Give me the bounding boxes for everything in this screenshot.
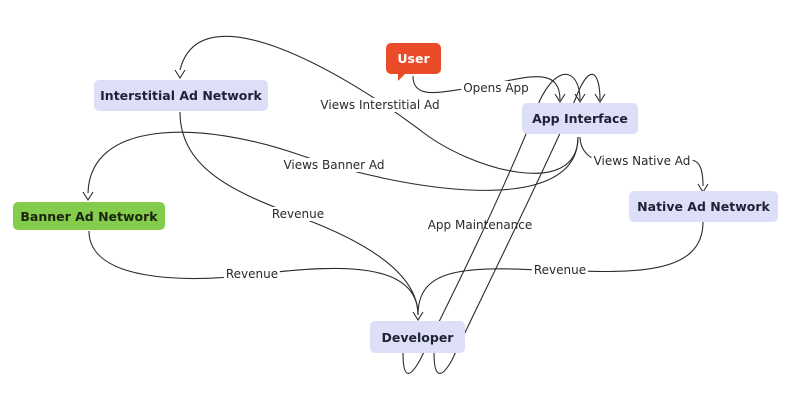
arrowhead-opens-app — [554, 93, 566, 104]
edge-views-interstitial — [179, 35, 579, 174]
node-app-interface-label: App Interface — [532, 111, 628, 126]
node-banner-label: Banner Ad Network — [20, 208, 158, 224]
node-developer-label: Developer — [381, 329, 454, 345]
edge-label-app-maintenance: App Maintenance — [427, 218, 533, 232]
node-developer[interactable]: Developer — [370, 321, 465, 353]
node-native-label: Native Ad Network — [637, 199, 770, 214]
edge-label-opens-app: Opens App — [461, 81, 531, 95]
edge-app-maintenance-1 — [402, 73, 581, 374]
node-user[interactable]: User — [386, 43, 441, 74]
edge-app-maintenance-2 — [433, 73, 601, 374]
edge-label-views-banner: Views Banner Ad — [281, 158, 387, 172]
edge-label-revenue-banner: Revenue — [223, 267, 281, 281]
speech-bubble-tail — [398, 74, 405, 81]
node-native-ad-network[interactable]: Native Ad Network — [629, 191, 778, 222]
arrowhead-app-maintenance-2 — [594, 93, 606, 104]
edge-label-revenue-interstitial: Revenue — [269, 207, 327, 221]
edge-label-revenue-native: Revenue — [531, 263, 589, 277]
arrowhead-revenue-developer — [412, 311, 424, 322]
node-interstitial-ad-network[interactable]: Interstitial Ad Network — [94, 80, 268, 111]
arrowhead-views-interstitial — [174, 69, 186, 80]
node-interstitial-label: Interstitial Ad Network — [100, 88, 262, 103]
node-banner-ad-network[interactable]: Banner Ad Network — [13, 202, 165, 230]
arrowhead-views-banner — [82, 191, 94, 202]
node-user-label: User — [397, 51, 430, 66]
edge-label-views-interstitial: Views Interstitial Ad — [318, 98, 442, 112]
node-app-interface[interactable]: App Interface — [522, 103, 638, 134]
edge-views-banner — [87, 131, 579, 194]
edge-revenue-interstitial — [179, 111, 419, 316]
edge-label-views-native: Views Native Ad — [591, 154, 693, 168]
